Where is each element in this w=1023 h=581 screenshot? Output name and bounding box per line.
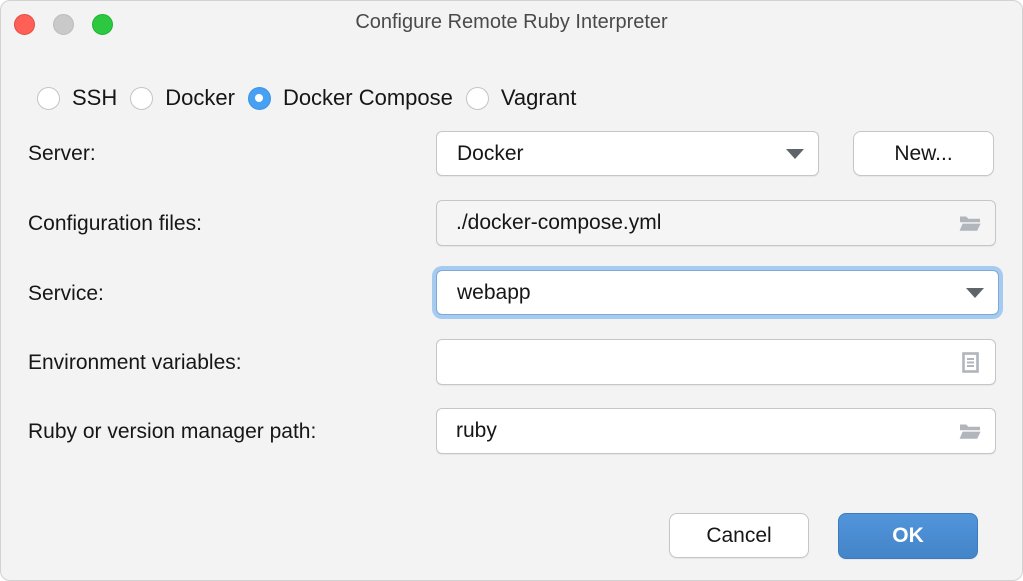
traffic-lights bbox=[14, 14, 113, 35]
server-dropdown-value: Docker bbox=[457, 141, 524, 165]
titlebar: Configure Remote Ruby Interpreter bbox=[1, 1, 1022, 45]
cancel-button[interactable]: Cancel bbox=[669, 513, 809, 558]
service-dropdown-value: webapp bbox=[457, 280, 531, 304]
radio-icon bbox=[37, 86, 60, 110]
chevron-down-icon bbox=[786, 148, 804, 159]
edit-variables-list-icon[interactable] bbox=[957, 349, 983, 375]
server-dropdown[interactable]: Docker bbox=[436, 131, 819, 176]
window-title: Configure Remote Ruby Interpreter bbox=[355, 11, 668, 33]
radio-option-docker-compose[interactable]: Docker Compose bbox=[247, 85, 453, 111]
radio-option-ssh[interactable]: SSH bbox=[37, 85, 117, 111]
close-window-button[interactable] bbox=[14, 14, 35, 35]
environment-variables-label: Environment variables: bbox=[28, 351, 242, 374]
ruby-path-field[interactable] bbox=[436, 408, 996, 454]
ruby-path-input[interactable] bbox=[437, 409, 957, 453]
browse-folder-icon[interactable] bbox=[957, 210, 983, 236]
configuration-files-field[interactable] bbox=[436, 200, 996, 246]
environment-variables-field[interactable] bbox=[436, 339, 996, 385]
radio-icon bbox=[130, 86, 154, 110]
radio-selected-icon bbox=[247, 86, 271, 110]
new-server-button[interactable]: New... bbox=[853, 131, 994, 176]
configuration-files-input[interactable] bbox=[437, 201, 957, 245]
chevron-down-icon bbox=[966, 287, 984, 298]
radio-option-docker[interactable]: Docker bbox=[130, 85, 235, 111]
minimize-window-button[interactable] bbox=[53, 14, 74, 35]
ruby-path-label: Ruby or version manager path: bbox=[28, 420, 317, 443]
configuration-files-label: Configuration files: bbox=[28, 212, 202, 235]
browse-folder-icon[interactable] bbox=[957, 418, 983, 444]
ok-button[interactable]: OK bbox=[838, 513, 978, 559]
server-label: Server: bbox=[28, 142, 96, 165]
environment-variables-input[interactable] bbox=[437, 340, 957, 384]
radio-option-vagrant[interactable]: Vagrant bbox=[465, 85, 577, 111]
interpreter-type-radio-group: SSH Docker Docker Compose Vagrant bbox=[37, 85, 576, 111]
radio-label: SSH bbox=[72, 85, 118, 110]
zoom-window-button[interactable] bbox=[92, 14, 113, 35]
service-dropdown[interactable]: webapp bbox=[436, 270, 999, 315]
radio-label: Vagrant bbox=[500, 85, 577, 110]
service-label: Service: bbox=[28, 282, 104, 305]
radio-label: Docker Compose bbox=[282, 85, 453, 110]
radio-label: Docker bbox=[165, 85, 235, 110]
radio-icon bbox=[465, 86, 489, 110]
